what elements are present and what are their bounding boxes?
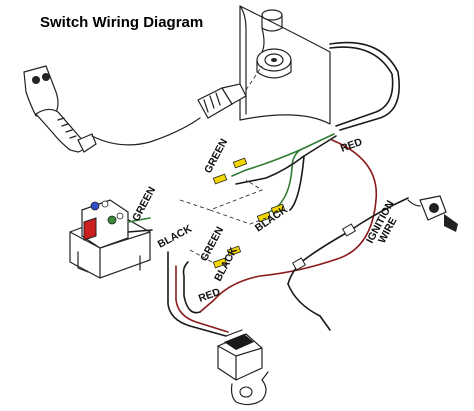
wiring-harness xyxy=(167,133,409,337)
red-wire xyxy=(199,139,378,313)
mounting-panel xyxy=(239,5,331,125)
ignition-key-icon xyxy=(407,195,458,232)
key-fob-icon xyxy=(230,371,269,406)
remote-control-icon xyxy=(23,65,201,153)
black-wire xyxy=(289,135,337,211)
wire-connectors xyxy=(212,157,357,271)
solenoid-relay-icon xyxy=(69,199,153,279)
plug-connector-icon xyxy=(197,65,263,119)
label-red-top: RED xyxy=(339,136,364,155)
connection-guides xyxy=(179,179,267,263)
dash-switch-icon xyxy=(217,329,263,381)
label-red-bottom: RED xyxy=(197,286,222,305)
label-green-solenoid: GREEN xyxy=(130,185,158,224)
diagram-title: Switch Wiring Diagram xyxy=(40,14,203,31)
label-black-solenoid: BLACK xyxy=(156,223,194,251)
label-green-top: GREEN xyxy=(202,137,230,176)
green-wire xyxy=(265,133,335,215)
socket-icon xyxy=(256,9,292,79)
socket-cable xyxy=(329,41,400,131)
